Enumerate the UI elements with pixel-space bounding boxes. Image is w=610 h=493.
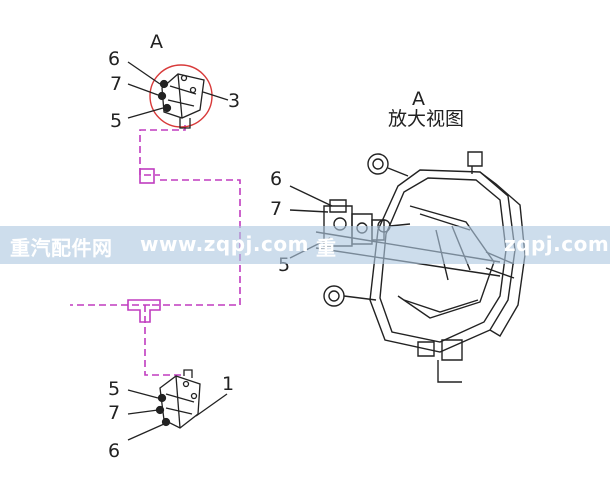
callout-5-top: 5: [110, 110, 123, 132]
callout-6-detail: 6: [270, 168, 283, 190]
pipe-fittings: [127, 168, 161, 323]
callout-6-bottom: 6: [108, 440, 121, 462]
top-brake-chamber: [127, 61, 229, 129]
pipe-top-vertical: [139, 125, 186, 176]
callout-3-top: 3: [228, 90, 241, 112]
label-a-right: A: [412, 88, 425, 110]
elbow-fitting: [139, 168, 155, 184]
pipe-top-horizontal: [150, 179, 241, 306]
callout-1-bottom: 1: [222, 373, 235, 395]
label-enlarged-view: 放大视图: [388, 108, 465, 130]
enlarged-brake-chamber: [289, 151, 526, 383]
callout-5-bottom: 5: [108, 378, 121, 400]
tee-fitting: [127, 299, 161, 323]
watermark-mid-char: 重: [316, 236, 337, 260]
callout-7-bottom: 7: [108, 402, 121, 424]
label-a-top: A: [150, 31, 163, 53]
watermark-band: [0, 226, 610, 264]
pipe-tee-down: [144, 305, 185, 376]
callout-7-top: 7: [110, 73, 123, 95]
bottom-brake-chamber: [127, 369, 228, 441]
callout-7-detail: 7: [270, 198, 283, 220]
watermark-site-name: 重汽配件网: [10, 236, 113, 260]
watermark-url-right: zqpj.com: [504, 232, 610, 256]
callout-6-top: 6: [108, 48, 121, 70]
detail-circle: [149, 64, 213, 128]
watermark-url-left: www.zqpj.com: [140, 232, 309, 256]
